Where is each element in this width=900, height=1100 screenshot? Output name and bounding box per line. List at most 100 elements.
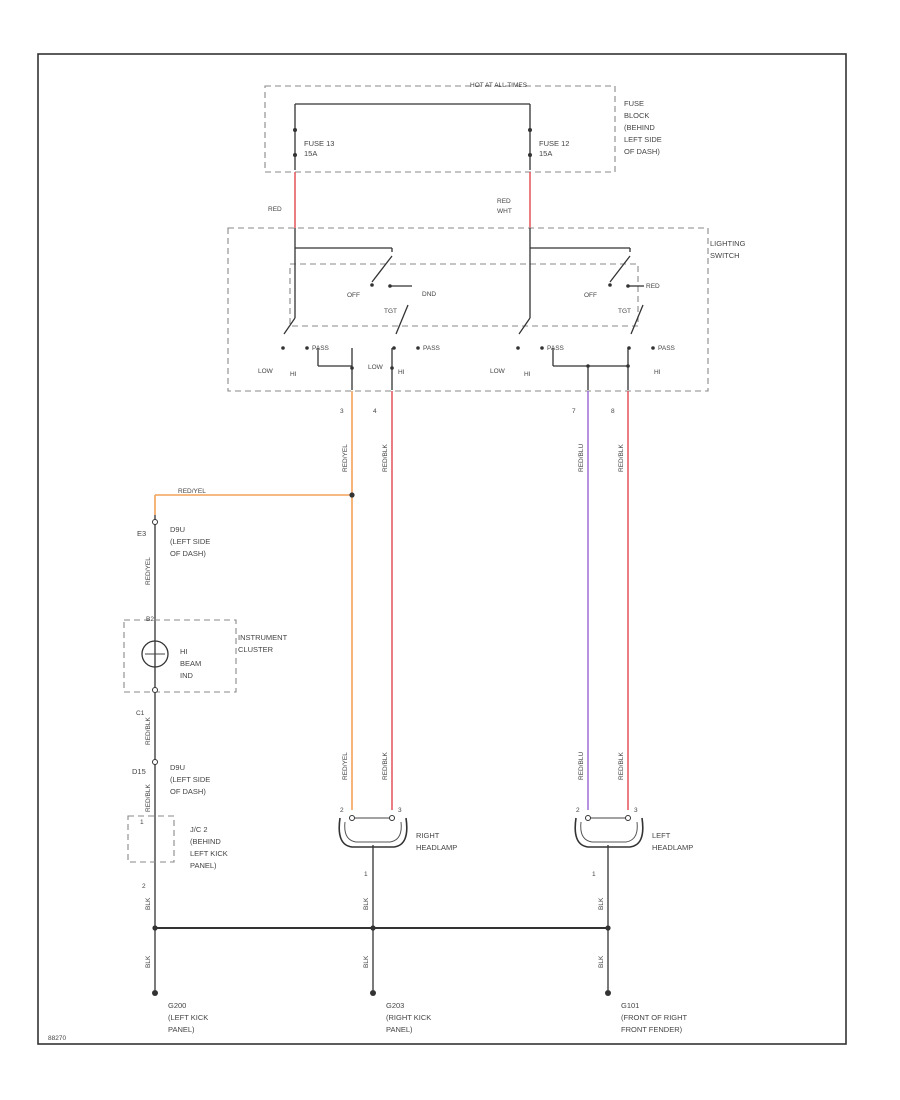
jc-pin-2: 2 bbox=[142, 883, 146, 890]
sw-left-dnd: DND bbox=[422, 291, 436, 298]
wire-label-red-left: RED bbox=[268, 206, 282, 213]
wire-label-red-blk-lower-right: RED/BLK bbox=[382, 752, 389, 780]
cluster-pin-c1: C1 bbox=[136, 710, 145, 717]
ground-g200-icon bbox=[152, 990, 158, 996]
jc-pin-1: 1 bbox=[140, 819, 144, 826]
sw-right-pass: PASS bbox=[547, 345, 565, 352]
hi-beam-indicator-circuit: E3 D9U (LEFT SIDE OF DASH) RED/YEL B2 HI… bbox=[123, 515, 288, 990]
wire-label-hi-ind-out: RED/BLK bbox=[145, 717, 152, 745]
right-headlamp: 2 3 1 RIGHT HEADLAMP bbox=[338, 807, 457, 990]
connector-e3-pin: E3 bbox=[137, 529, 146, 538]
hi-beam-ind-line1: HI bbox=[180, 647, 188, 656]
connector-e3-line2: (LEFT SIDE bbox=[170, 537, 210, 546]
right-headlamp-line2: HEADLAMP bbox=[416, 843, 457, 852]
jc-line3: LEFT KICK bbox=[190, 849, 228, 858]
switch-pin-7: 7 bbox=[572, 408, 576, 415]
wire-label-red-blu-lower: RED/BLU bbox=[578, 752, 585, 780]
ground-wire-label-1: BLK bbox=[145, 897, 152, 910]
fuse-block: HOT AT ALL TIMES FUSE 13 15A FUSE 12 15A… bbox=[264, 82, 662, 173]
wire-label-red-blu-pin7: RED/BLU bbox=[578, 444, 585, 472]
sw-right-pass-2: PASS bbox=[658, 345, 676, 352]
jc-line1: J/C 2 bbox=[190, 825, 208, 834]
right-headlamp-line1: RIGHT bbox=[416, 831, 440, 840]
wire-label-red-blk-lower-left: RED/BLK bbox=[618, 752, 625, 780]
instrument-cluster-line1: INSTRUMENT bbox=[238, 633, 288, 642]
ground-circuit: BLK BLK BLK BLK BLK BLK G200 (LEFT KICK … bbox=[145, 897, 688, 1034]
fuse-block-label-1: FUSE bbox=[624, 99, 644, 108]
fuse-block-title: HOT AT ALL TIMES bbox=[470, 82, 528, 89]
sw-left-tgt: TGT bbox=[384, 308, 397, 315]
left-headlamp-pin-2: 2 bbox=[576, 807, 580, 814]
sw-left-hi-2: HI bbox=[398, 369, 405, 376]
sw-left-pass-2: PASS bbox=[423, 345, 441, 352]
wire-label-red-blk-pin4: RED/BLK bbox=[382, 444, 389, 472]
instrument-cluster-line2: CLUSTER bbox=[238, 645, 274, 654]
sw-right-hi: HI bbox=[524, 371, 531, 378]
ground-wire-label-6: BLK bbox=[598, 955, 605, 968]
ground-g203-id: G203 bbox=[386, 1001, 404, 1010]
switch-pin-8: 8 bbox=[611, 408, 615, 415]
left-headlamp: 2 3 1 LEFT HEADLAMP bbox=[574, 807, 693, 990]
fuse-block-label-5: OF DASH) bbox=[624, 147, 660, 156]
connector-d15-line3: OF DASH) bbox=[170, 787, 206, 796]
fuse-block-label-3: (BEHIND bbox=[624, 123, 655, 132]
connector-d15-line1: D9U bbox=[170, 763, 185, 772]
fuse-12-rating: 15A bbox=[539, 149, 552, 158]
wire-label-red-right-2: WHT bbox=[497, 208, 512, 215]
cluster-pin-b2: B2 bbox=[146, 616, 154, 623]
sw-left-low-2: LOW bbox=[368, 364, 384, 371]
sw-left-hi: HI bbox=[290, 371, 297, 378]
right-headlamp-pin-1: 1 bbox=[364, 871, 368, 878]
hi-beam-ind-line3: IND bbox=[180, 671, 194, 680]
sw-right-off: OFF bbox=[584, 292, 597, 299]
fuse-block-label-4: LEFT SIDE bbox=[624, 135, 662, 144]
left-headlamp-icon bbox=[574, 817, 644, 848]
sw-left-low: LOW bbox=[258, 368, 274, 375]
ground-wire-label-3: BLK bbox=[598, 897, 605, 910]
hi-beam-indicator-lamp-icon bbox=[141, 640, 169, 668]
right-headlamp-pin-2: 2 bbox=[340, 807, 344, 814]
wire-label-red-right-1: RED bbox=[497, 198, 511, 205]
wire-label-d15-out: RED/BLK bbox=[145, 784, 152, 812]
wire-label-red-blk-pin8: RED/BLK bbox=[618, 444, 625, 472]
hi-beam-ind-line2: BEAM bbox=[180, 659, 201, 668]
lighting-switch-label-2: SWITCH bbox=[710, 251, 740, 260]
jc-line2: (BEHIND bbox=[190, 837, 221, 846]
lighting-switch-label-1: LIGHTING bbox=[710, 239, 746, 248]
connector-d15-line2: (LEFT SIDE bbox=[170, 775, 210, 784]
ground-g200-id: G200 bbox=[168, 1001, 186, 1010]
left-headlamp-pin-3: 3 bbox=[634, 807, 638, 814]
ground-g200-line2: PANEL) bbox=[168, 1025, 195, 1034]
connector-e3-line3: OF DASH) bbox=[170, 549, 206, 558]
sw-left-pass: PASS bbox=[312, 345, 330, 352]
ground-wire-label-4: BLK bbox=[145, 955, 152, 968]
fuse-12-label: FUSE 12 bbox=[539, 139, 569, 148]
ground-g203-line1: (RIGHT KICK bbox=[386, 1013, 431, 1022]
diagram-frame bbox=[37, 53, 847, 1045]
lighting-switch: LIGHTING SWITCH OFF DND TGT PASS LOW HI … bbox=[227, 227, 746, 415]
sw-left-off: OFF bbox=[347, 292, 360, 299]
fuse-13-label: FUSE 13 bbox=[304, 139, 334, 148]
switch-pin-3: 3 bbox=[340, 408, 344, 415]
ground-wire-label-5: BLK bbox=[363, 955, 370, 968]
sw-right-dnd: RED bbox=[646, 283, 660, 290]
jc-line4: PANEL) bbox=[190, 861, 217, 870]
wire-label-red-yel-lower: RED/YEL bbox=[342, 752, 349, 780]
ground-g200-line1: (LEFT KICK bbox=[168, 1013, 208, 1022]
ground-g101-line1: (FRONT OF RIGHT bbox=[621, 1013, 688, 1022]
wire-label-red-yel-top: RED/YEL bbox=[178, 488, 206, 495]
left-headlamp-line1: LEFT bbox=[652, 831, 671, 840]
switch-pin-4: 4 bbox=[373, 408, 377, 415]
wire-label-red-yel-pin3: RED/YEL bbox=[342, 444, 349, 472]
left-headlamp-pin-1: 1 bbox=[592, 871, 596, 878]
sw-right-hi-2: HI bbox=[654, 369, 661, 376]
ground-wire-label-2: BLK bbox=[363, 897, 370, 910]
ground-g203-icon bbox=[370, 990, 376, 996]
fuse-block-label-2: BLOCK bbox=[624, 111, 649, 120]
sw-right-low: LOW bbox=[490, 368, 506, 375]
wire-label-red-yel-vertical: RED/YEL bbox=[145, 557, 152, 585]
ground-g101-line2: FRONT FENDER) bbox=[621, 1025, 683, 1034]
left-headlamp-line2: HEADLAMP bbox=[652, 843, 693, 852]
ground-g203-line2: PANEL) bbox=[386, 1025, 413, 1034]
